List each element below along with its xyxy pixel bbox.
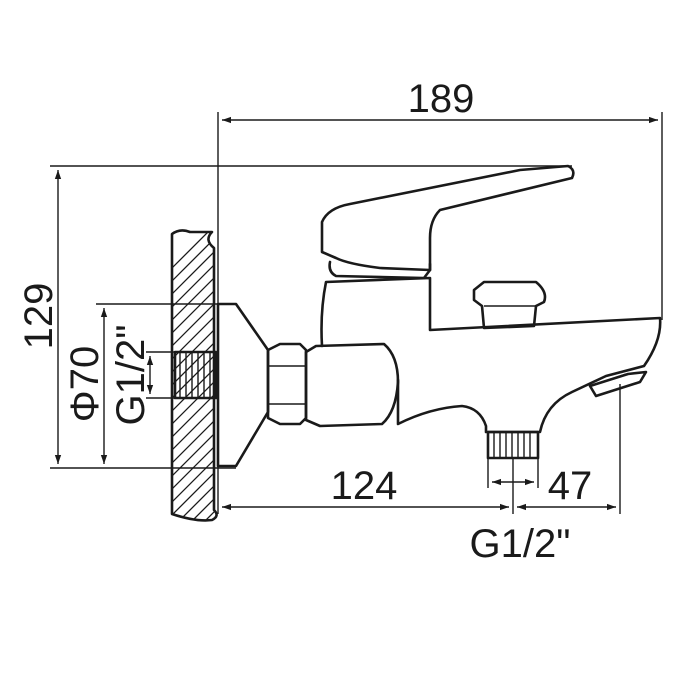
wall-hatch-line [172, 456, 217, 521]
spout-end [588, 370, 648, 398]
s-connector [304, 342, 400, 428]
wall-hatch-line [172, 417, 217, 489]
inlet-pipe [173, 350, 218, 400]
wall-hatch-line [160, 535, 230, 605]
escutcheon-flange [216, 302, 270, 468]
dim-outlet-thread: G1/2" [470, 458, 571, 566]
wall-hatch-line [172, 300, 217, 372]
wall-hatch-line [160, 522, 230, 592]
cartridge-neck [328, 260, 432, 280]
dim-bottom: 124 47 [217, 384, 621, 514]
wall-hatch-line [172, 326, 217, 398]
outlet-thread [486, 430, 540, 460]
dim-inlet-g12-label: G1/2" [109, 325, 153, 426]
wall-section [160, 229, 230, 618]
wall-hatch-line [172, 261, 217, 333]
lever-handle [320, 164, 575, 272]
wall-hatch-line [172, 430, 217, 502]
dim-height-total: 129 [17, 165, 572, 469]
wall-hatch-line [172, 482, 217, 521]
wall-hatch-line [172, 391, 217, 463]
wall-hatch-line [172, 365, 217, 437]
wall-hatch-line [172, 287, 217, 359]
wall-hatch-line [172, 248, 217, 320]
hex-nut [266, 342, 308, 426]
dim-124-label: 124 [331, 464, 398, 508]
wall-hatch-line [172, 495, 217, 521]
faucet-body [320, 276, 662, 434]
dim-outlet-g12-label: G1/2" [470, 522, 571, 566]
wall-hatch-line [172, 339, 217, 411]
dim-inlet-thread: G1/2" [109, 325, 175, 426]
dim-phi70-label: Φ70 [63, 346, 107, 422]
dim-189-label: 189 [408, 77, 475, 121]
dim-129-label: 129 [17, 283, 61, 350]
wall-hatch-line [172, 443, 217, 515]
wall-hatch-line [172, 469, 217, 521]
wall-hatch-line [172, 313, 217, 385]
wall-hatch-line [172, 404, 217, 476]
wall-hatch-line [172, 230, 217, 294]
dim-47-label: 47 [548, 464, 593, 508]
dim-flange-diameter: Φ70 [63, 303, 218, 464]
wall-hatch-line [172, 352, 217, 424]
wall-hatch-line [160, 548, 230, 618]
wall-hatch-line [172, 378, 217, 450]
wall-hatch-line [172, 230, 217, 281]
wall-hatch-line [172, 235, 217, 307]
diverter-knob [472, 280, 547, 330]
wall-hatch-line [172, 274, 217, 346]
dim-width-total: 189 [217, 77, 663, 320]
